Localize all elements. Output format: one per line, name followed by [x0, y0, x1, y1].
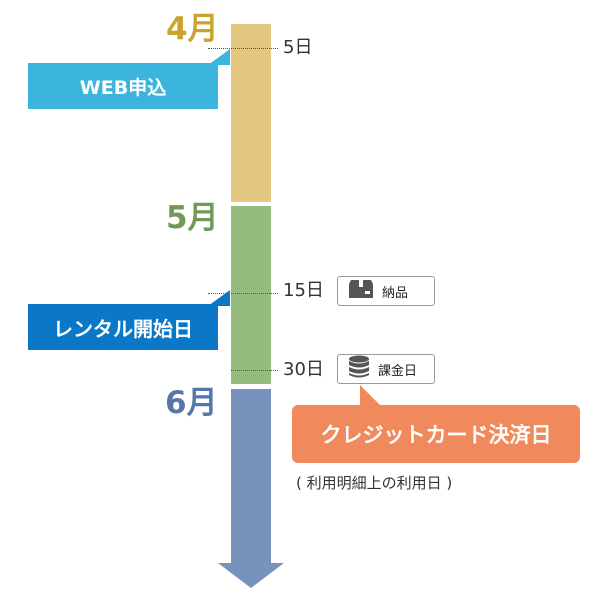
billing-tag: 課金日 — [337, 354, 435, 384]
month-label-may: 5月 — [166, 200, 219, 236]
card-payment-label: クレジットカード決済日 — [320, 423, 552, 447]
connector-day-5 — [208, 48, 278, 49]
rental-start-label: レンタル開始日 — [53, 316, 193, 341]
month-label-april: 4月 — [166, 11, 219, 47]
web-apply-label: WEB申込 — [79, 76, 167, 99]
rental-start-callout: レンタル開始日 — [28, 304, 218, 350]
timeline-arrow-head — [218, 563, 284, 588]
timeline-segment-april — [231, 24, 271, 202]
package-icon — [348, 279, 374, 303]
month-label-june: 6月 — [165, 385, 218, 421]
web-apply-callout-tail — [208, 49, 230, 65]
delivery-tag: 納品 — [337, 276, 435, 306]
rental-start-callout-tail — [208, 290, 230, 306]
timeline-segment-june — [231, 389, 271, 563]
card-payment-note: ( 利用明細上の利用日 ) — [296, 474, 453, 492]
day-label-5: 5日 — [283, 37, 313, 58]
web-apply-callout: WEB申込 — [28, 63, 218, 109]
card-payment-callout-tail — [360, 385, 382, 407]
connector-day-30 — [231, 370, 278, 371]
card-payment-callout: クレジットカード決済日 — [292, 405, 580, 463]
billing-label: 課金日 — [378, 363, 418, 379]
timeline-segment-may — [231, 206, 271, 384]
delivery-label: 納品 — [382, 285, 409, 301]
day-label-15: 15日 — [283, 280, 324, 301]
connector-day-15 — [208, 293, 278, 294]
day-label-30: 30日 — [283, 359, 324, 380]
coin-stack-icon — [348, 355, 370, 383]
